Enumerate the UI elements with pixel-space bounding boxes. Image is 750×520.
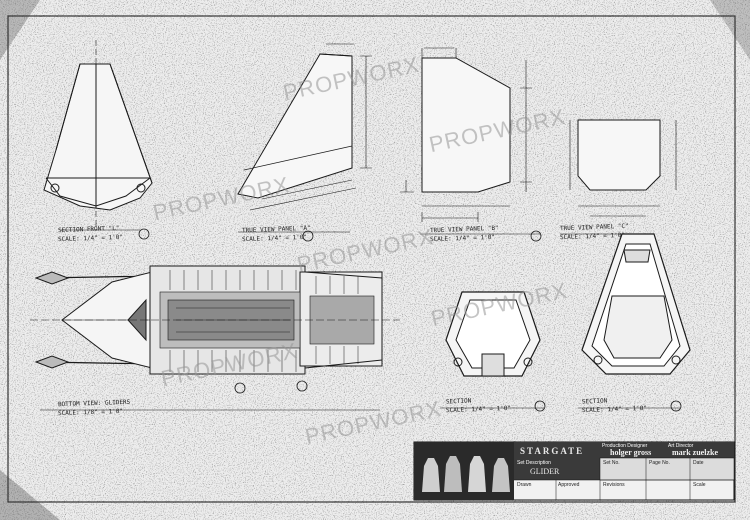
title-block: [413, 441, 735, 501]
section-2-view: [578, 233, 691, 412]
panel-a-view: [237, 43, 372, 242]
panel-c-view: [560, 119, 677, 235]
section-front-view: [43, 40, 153, 240]
set-description-label: Set Description: [517, 460, 551, 466]
drawn-label: Drawn: [517, 482, 532, 488]
approved-label: Approved: [558, 482, 580, 488]
page-no-label: Page No.: [649, 460, 670, 466]
scale-field-label: Scale: [693, 482, 706, 488]
revisions-label: Revisions: [603, 482, 625, 488]
stargate-logo: STARGATE: [520, 446, 585, 456]
designer-label: Production Designer: [602, 443, 648, 449]
art-director-name: mark zuelzke: [672, 448, 718, 457]
view-label-section-2: SECTION: [581, 397, 608, 406]
glider-plan-view: [30, 265, 400, 411]
date-label: Date: [693, 460, 704, 466]
designer-name: holger gross: [610, 448, 652, 457]
view-label-section-1: SECTION: [445, 397, 472, 406]
set-description-value: GLIDER: [530, 467, 560, 476]
section-1-view: [440, 291, 546, 412]
set-no-label: Set No.: [603, 460, 620, 466]
panel-b-view: [400, 47, 542, 242]
sheet-border: [7, 15, 736, 503]
art-director-label: Art Director: [668, 443, 694, 449]
